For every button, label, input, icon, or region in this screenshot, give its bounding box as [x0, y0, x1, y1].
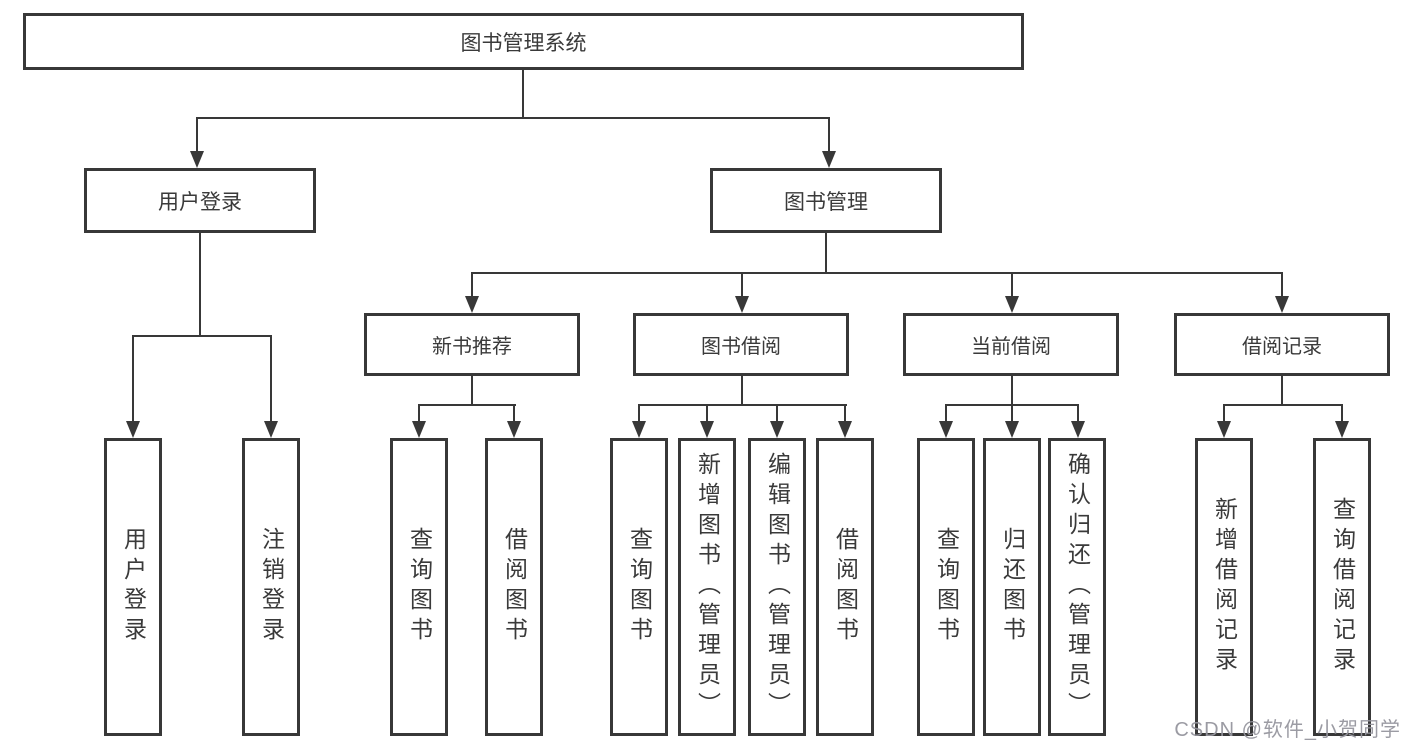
csdn-watermark: CSDN @软件_小贺同学 — [1174, 719, 1401, 741]
leaf-confirm-return-admin: 确认归还（管理员） — [1048, 438, 1106, 736]
node-book-management: 图书管理 — [710, 168, 942, 233]
arrow-to-new-books — [465, 272, 479, 313]
connector-userlogin-stem — [199, 233, 201, 335]
node-current-borrow: 当前借阅 — [903, 313, 1119, 376]
connector-curborrow-stem — [1011, 376, 1013, 404]
connector-bookborrow-stem — [741, 376, 743, 404]
node-book-borrow: 图书借阅 — [633, 313, 849, 376]
leaf-query-borrow-record: 查询借阅记录 — [1313, 438, 1371, 736]
connector-newbooks-branch — [418, 404, 516, 406]
arrow-to-book-borrow — [735, 272, 749, 313]
leaf-current-query-books: 查询图书 — [917, 438, 975, 736]
node-borrow-records: 借阅记录 — [1174, 313, 1390, 376]
leaf-add-book-admin: 新增图书（管理员） — [678, 438, 736, 736]
leaf-borrow-query-books: 查询图书 — [610, 438, 668, 736]
arrow-to-cb-return — [1005, 404, 1019, 438]
arrow-to-br-query — [1335, 404, 1349, 438]
leaf-logout: 注销登录 — [242, 438, 300, 736]
connector-bookborrow-branch — [638, 404, 847, 406]
arrow-to-current-borrow — [1005, 272, 1019, 313]
arrow-to-user-login — [190, 117, 204, 168]
arrow-to-nb-borrow — [507, 404, 521, 438]
arrow-to-bb-borrow — [838, 404, 852, 438]
node-new-book-recommend: 新书推荐 — [364, 313, 580, 376]
arrow-to-bb-edit — [770, 404, 784, 438]
connector-bookmgmt-stem — [825, 233, 827, 272]
connector-userlogin-branch — [132, 335, 272, 337]
arrow-to-leaf-user-login — [126, 335, 140, 438]
leaf-user-login: 用户登录 — [104, 438, 162, 736]
leaf-borrow-borrow-books: 借阅图书 — [816, 438, 874, 736]
leaf-edit-book-admin: 编辑图书（管理员） — [748, 438, 806, 736]
connector-root-branch — [196, 117, 830, 119]
arrow-to-book-management — [822, 117, 836, 168]
node-user-login: 用户登录 — [84, 168, 316, 233]
arrow-to-nb-query — [412, 404, 426, 438]
arrow-to-leaf-logout — [264, 335, 278, 438]
node-root: 图书管理系统 — [23, 13, 1024, 70]
leaf-newbooks-query-books: 查询图书 — [390, 438, 448, 736]
connector-bookmgmt-branch — [471, 272, 1283, 274]
leaf-return-books: 归还图书 — [983, 438, 1041, 736]
connector-root-stem — [522, 70, 524, 117]
leaf-newbooks-borrow-books: 借阅图书 — [485, 438, 543, 736]
arrow-to-cb-confirm — [1071, 404, 1085, 438]
arrow-to-br-add — [1217, 404, 1231, 438]
leaf-add-borrow-record: 新增借阅记录 — [1195, 438, 1253, 736]
connector-records-stem — [1281, 376, 1283, 404]
connector-newbooks-stem — [471, 376, 473, 404]
arrow-to-bb-query — [632, 404, 646, 438]
arrow-to-bb-add — [700, 404, 714, 438]
arrow-to-cb-query — [939, 404, 953, 438]
arrow-to-borrow-records — [1275, 272, 1289, 313]
connector-records-branch — [1223, 404, 1343, 406]
